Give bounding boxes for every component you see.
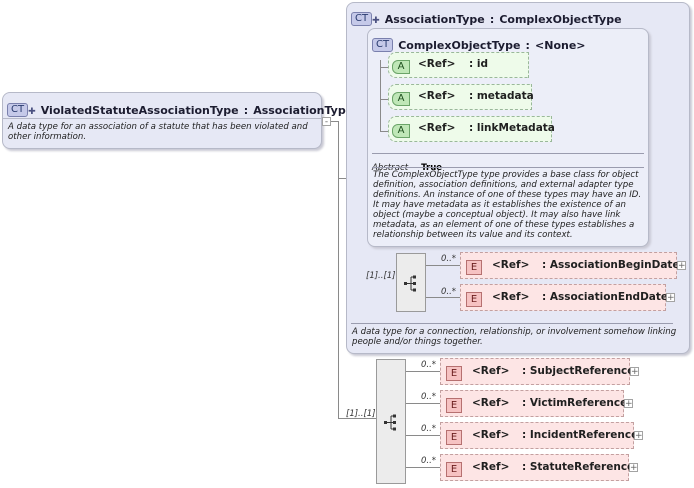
expand-icon[interactable]: + [666,293,675,303]
divider [3,118,321,119]
element-incident-reference[interactable]: E <Ref> : IncidentReference [440,422,638,449]
attribute-icon: A [392,60,410,74]
connector [406,371,440,372]
connector [338,418,376,419]
element-association-begin-date[interactable]: E <Ref> : AssociationBeginDate [460,252,680,279]
complex-object-type-name: ComplexObjectType [398,39,521,52]
complex-object-description: The ComplexObjectType type provides a ba… [373,170,642,240]
element-statute-reference[interactable]: E <Ref> : StatuteReference [440,454,634,481]
connector [380,99,388,100]
association-type-name: AssociationType [384,13,485,26]
plus-badge-icon: ✚ [28,107,36,117]
connector [426,265,460,266]
element-icon: E [446,430,462,445]
expand-icon[interactable]: + [629,463,638,473]
collapse-icon[interactable]: - [322,117,331,127]
sequence-icon [404,275,416,292]
connector [338,178,347,179]
plus-badge-icon: ✚ [372,16,380,26]
connector [406,403,440,404]
connector [380,131,388,132]
abstract-label: Abstract [372,163,409,173]
complex-type-icon: CT [372,37,394,52]
divider [351,323,673,324]
element-victim-reference[interactable]: E <Ref> : VictimReference [440,390,627,417]
connector [426,297,460,298]
element-icon: E [446,462,462,477]
attribute-icon: A [392,124,410,138]
connector [338,121,339,418]
attribute-icon: A [392,92,410,106]
element-icon: E [466,260,482,275]
divider [372,153,644,154]
expand-icon[interactable]: + [677,261,686,271]
root-base-type: AssociationType [253,104,354,117]
divider [372,167,644,168]
element-icon: E [446,366,462,381]
root-complex-type[interactable]: CT✚ ViolatedStatuteAssociationType : Ass… [2,92,353,149]
element-association-end-date[interactable]: E <Ref> : AssociationEndDate [460,284,668,311]
association-base-type: ComplexObjectType [499,13,622,26]
sequence-compositor[interactable] [376,359,406,484]
element-icon: E [466,292,482,307]
root-description: A data type for an association of a stat… [8,122,308,142]
attribute-metadata[interactable]: A <Ref> : metadata [388,84,534,110]
element-subject-reference[interactable]: E <Ref> : SubjectReference [440,358,634,385]
connector [406,467,440,468]
attribute-id[interactable]: A <Ref> : id [388,52,529,78]
expand-icon[interactable]: + [624,399,633,409]
complex-type-icon: CT [351,11,373,26]
complex-object-base-type: <None> [535,39,586,52]
connector [380,60,381,132]
abstract-value: True [421,163,443,173]
sequence-multiplicity: [1]..[1] [346,409,376,419]
attribute-link-metadata[interactable]: A <Ref> : linkMetadata [388,116,555,142]
sequence-icon [384,414,396,431]
sequence-multiplicity: [1]..[1] [366,271,396,281]
expand-icon[interactable]: + [634,431,643,441]
expand-icon[interactable]: + [630,367,639,377]
element-icon: E [446,398,462,413]
root-type-name: ViolatedStatuteAssociationType [40,104,239,117]
connector [406,435,440,436]
association-description: A data type for a connection, relationsh… [352,327,677,347]
connector [380,67,388,68]
sequence-compositor[interactable] [396,253,426,312]
complex-type-icon: CT [7,102,29,117]
